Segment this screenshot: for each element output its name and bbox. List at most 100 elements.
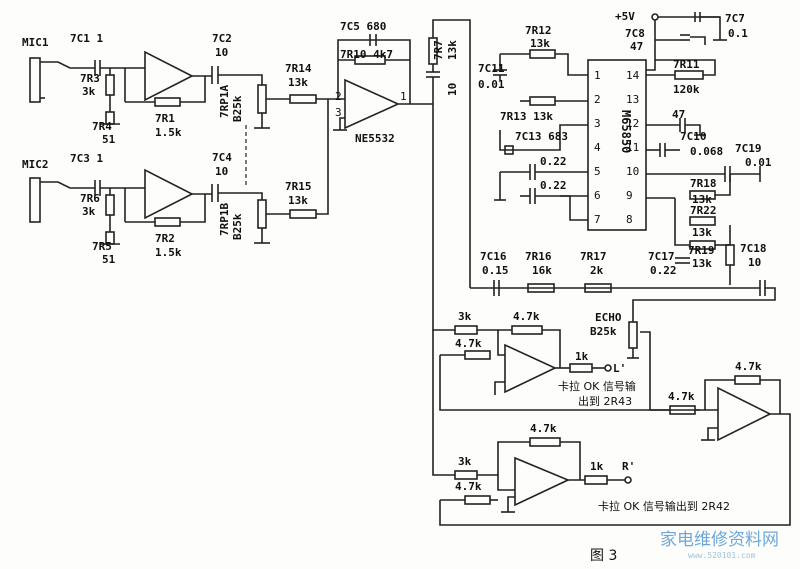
label-rp1b: 7RP1B — [218, 203, 231, 236]
ic-left-network — [493, 49, 588, 221]
label-r10: 7R10 4k7 — [340, 48, 393, 61]
label-r15: 7R15 — [285, 180, 312, 193]
label-r17v: 2k — [590, 264, 604, 277]
label-c13: 7C13 683 — [515, 130, 568, 143]
label-r2: 7R2 — [155, 232, 175, 245]
label-pin1: 1 — [400, 90, 407, 103]
echo-pot — [627, 321, 700, 411]
label-c6v: 10 — [446, 83, 459, 96]
r3k-l-resistor — [454, 325, 478, 335]
label-c16: 7C16 — [480, 250, 507, 263]
mic1-stage — [29, 50, 270, 129]
watermark: 家电维修资料网 www.520101.com — [660, 530, 779, 560]
label-r5: 7R5 — [92, 240, 112, 253]
label-c1: 7C1 1 — [70, 32, 103, 45]
label-c022a: 0.22 — [540, 155, 567, 168]
label-c2v: 10 — [215, 46, 228, 59]
label-c10: 7C10 — [680, 130, 707, 143]
ic-pin-left: 3 — [594, 117, 601, 130]
label-r12v: 13k — [530, 37, 550, 50]
label-r3: 7R3 — [80, 72, 100, 85]
label-echov: B25k — [590, 325, 617, 338]
label-r7: 7R7 — [432, 40, 445, 60]
label-r5v: 51 — [102, 253, 116, 266]
label-r18: 7R18 — [690, 177, 717, 190]
label-r18v: 13k — [692, 193, 712, 206]
label-r16: 7R16 — [525, 250, 552, 263]
r14-resistor — [289, 94, 317, 104]
label-ne5532: NE5532 — [355, 132, 395, 145]
label-r1k-a: 1k — [575, 350, 589, 363]
ne5532-opamp — [344, 78, 400, 130]
l-output-stage — [432, 104, 670, 411]
ic-body — [587, 59, 647, 231]
ic-pin-left: 5 — [594, 165, 601, 178]
label-r1: 7R1 — [155, 112, 175, 125]
label-r1v: 1.5k — [155, 126, 182, 139]
label-r14v: 13k — [288, 76, 308, 89]
plus5v-terminal — [651, 13, 659, 21]
label-r19v: 13k — [692, 257, 712, 270]
label-r7v: 13k — [446, 40, 459, 60]
label-c4: 7C4 — [212, 151, 232, 164]
label-r3k-b: 3k — [458, 455, 472, 468]
label-r47-a: 4.7k — [513, 310, 540, 323]
label-r1k-b: 1k — [590, 460, 604, 473]
label-note-l: 卡拉 OK 信号输 — [558, 379, 636, 393]
label-r47-d: 4.7k — [735, 360, 762, 373]
r47-feedback-r — [529, 437, 561, 447]
label-c7: 7C7 — [725, 12, 745, 25]
label-outR: R' — [622, 460, 635, 473]
r6-resistor — [105, 194, 115, 216]
ic-pin-right: 9 — [626, 189, 633, 202]
label-c19: 7C19 — [735, 142, 762, 155]
watermark-url: www.520101.com — [688, 551, 756, 560]
label-note-r: 卡拉 OK 信号输出到 2R42 — [598, 499, 730, 513]
ic-pin-right: 11 — [626, 141, 639, 154]
r11-resistor — [674, 70, 704, 80]
label-c7v: 0.1 — [728, 27, 748, 40]
l-output-terminal — [604, 364, 612, 372]
label-pin2: 2 — [335, 90, 342, 103]
component-labels: MIC1 7C1 1 7R3 3k 7R4 51 7R1 1.5k 7C2 10… — [22, 10, 772, 564]
label-c022b: 0.22 — [540, 179, 567, 192]
label-c18: 7C18 — [740, 242, 767, 255]
r22-resistor — [689, 216, 716, 226]
label-r22: 7R22 — [690, 204, 717, 217]
label-r13: 7R13 13k — [500, 110, 553, 123]
r12-resistor — [529, 49, 556, 59]
label-r22v: 13k — [692, 226, 712, 239]
label-r6: 7R6 — [80, 192, 100, 205]
opamp-r — [514, 456, 570, 507]
r-output-stage — [432, 330, 632, 513]
label-c47: 47 — [672, 108, 685, 121]
r3-resistor — [105, 74, 115, 96]
rp1b-potentiometer — [257, 199, 267, 229]
mic2-stage — [29, 125, 270, 245]
label-c11v: 0.01 — [478, 78, 505, 91]
label-r47-b: 4.7k — [455, 337, 482, 350]
label-plus5: +5V — [615, 10, 635, 23]
label-r2v: 1.5k — [155, 246, 182, 259]
mic2-symbol — [29, 177, 41, 223]
opamp-l — [504, 343, 557, 394]
mic1-symbol — [29, 57, 41, 103]
label-mic1: MIC1 — [22, 36, 49, 49]
label-r47-e: 4.7k — [530, 422, 557, 435]
ic-pin-right: 12 — [626, 117, 639, 130]
r-output-terminal — [624, 476, 632, 484]
label-r47-c: 4.7k — [668, 390, 695, 403]
ic-pin-left: 2 — [594, 93, 601, 106]
label-note-l2: 出到 2R43 — [578, 394, 632, 408]
ic-pin-left: 4 — [594, 141, 601, 154]
label-r17: 7R17 — [580, 250, 607, 263]
label-r11: 7R11 — [673, 58, 700, 71]
ic-pin-right: 8 — [626, 213, 633, 226]
label-c17v: 0.22 — [650, 264, 677, 277]
label-pin3: 3 — [335, 106, 342, 119]
echo-potentiometer — [628, 321, 638, 349]
mixer-stage — [266, 19, 471, 288]
